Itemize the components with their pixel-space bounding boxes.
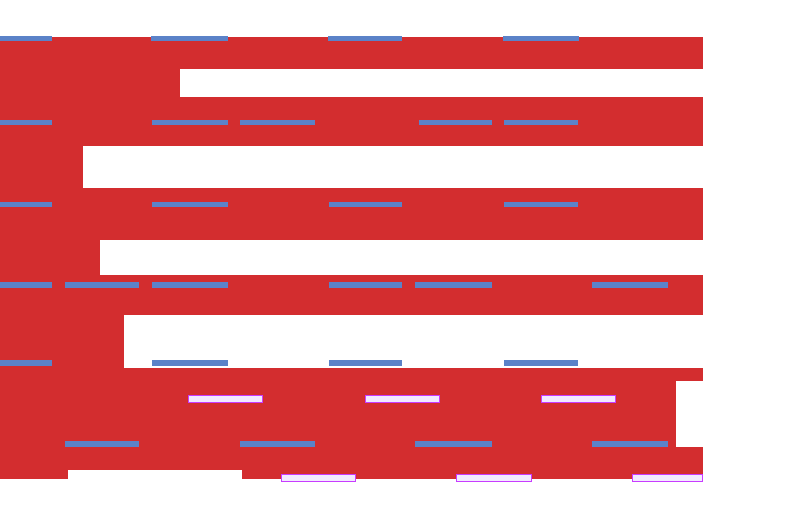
mask-band-4-left [0,315,124,368]
line-r5-c3[interactable] [329,360,402,366]
gap-region-4 [124,315,703,368]
line-r2-c5[interactable] [504,120,578,125]
selected-line-r5-c1[interactable] [188,395,263,403]
mask-band-3-left [0,240,100,275]
line-r6-c3[interactable] [415,441,492,447]
mask-band-2-left [0,146,83,188]
selected-line-r7-c1[interactable] [281,474,356,482]
line-r5-c1[interactable] [0,360,52,366]
line-r1-c4[interactable] [503,36,579,41]
gap-region-3 [100,240,703,275]
gap-region-6 [68,470,242,479]
line-r4-c4[interactable] [329,282,402,288]
selected-line-r7-c2[interactable] [456,474,532,482]
line-r3-c2[interactable] [152,202,228,207]
line-r1-c1[interactable] [0,36,52,41]
line-r6-c2[interactable] [240,441,315,447]
line-r2-c4[interactable] [419,120,492,125]
line-r5-c2[interactable] [152,360,228,366]
mask-band-6 [0,447,703,470]
gap-region-1 [180,69,703,97]
selected-line-r5-c3[interactable] [541,395,616,403]
line-r6-c1[interactable] [65,441,139,447]
line-r2-c1[interactable] [0,120,52,125]
gap-region-5 [676,381,703,447]
line-r1-c2[interactable] [151,36,228,41]
line-r2-c3[interactable] [240,120,315,125]
mask-band-1 [0,37,703,69]
mask-band-5-notched [0,381,676,447]
line-r3-c1[interactable] [0,202,52,207]
selected-line-r5-c2[interactable] [365,395,440,403]
line-r3-c4[interactable] [504,202,578,207]
line-r6-c4[interactable] [592,441,668,447]
line-r4-c5[interactable] [415,282,492,288]
line-r4-c2[interactable] [65,282,139,288]
mask-band-5 [0,368,703,381]
line-r3-c3[interactable] [329,202,402,207]
selected-line-r7-c3[interactable] [632,474,703,482]
gap-region-2 [83,146,703,188]
line-r4-c6[interactable] [592,282,668,288]
mask-band-2 [0,97,703,146]
line-r1-c3[interactable] [328,36,402,41]
mask-band-3 [0,188,703,240]
line-r4-c3[interactable] [152,282,228,288]
line-r4-c1[interactable] [0,282,52,288]
mask-band-6-left [0,470,68,479]
mask-band-1-left [0,69,180,97]
line-r2-c2[interactable] [152,120,228,125]
line-r5-c4[interactable] [504,360,578,366]
mask-band-4 [0,275,703,315]
